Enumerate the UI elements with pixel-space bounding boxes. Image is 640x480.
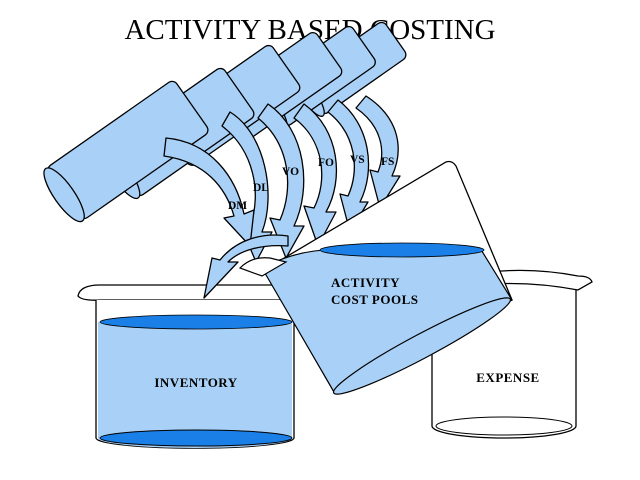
flow-arrow-fs [355, 95, 401, 209]
inventory-label: INVENTORY [154, 375, 237, 390]
flow-arrows [163, 95, 401, 263]
pour-arrow [203, 234, 289, 299]
flow-arrow-vo [257, 103, 305, 259]
flow-label-fs: FS [381, 156, 394, 168]
flow-labels: DM DL VO FO VS FS [228, 154, 394, 212]
flow-arrow-dm [163, 137, 255, 247]
flow-label-dm: DM [228, 200, 247, 212]
inventory-beaker: INVENTORY [77, 284, 321, 449]
flow-label-fo: FO [318, 157, 334, 169]
source-containers [43, 21, 407, 223]
expense-label: EXPENSE [476, 370, 539, 385]
pool-label-line2: COST POOLS [331, 292, 418, 307]
flow-label-vs: VS [350, 154, 365, 166]
flow-label-vo: VO [282, 166, 299, 178]
flow-label-dl: DL [253, 182, 269, 194]
pool-label-line1: ACTIVITY [331, 275, 400, 290]
source-container-dm [43, 80, 209, 223]
activity-cost-pools-beaker: ACTIVITY COST POOLS [238, 160, 513, 395]
